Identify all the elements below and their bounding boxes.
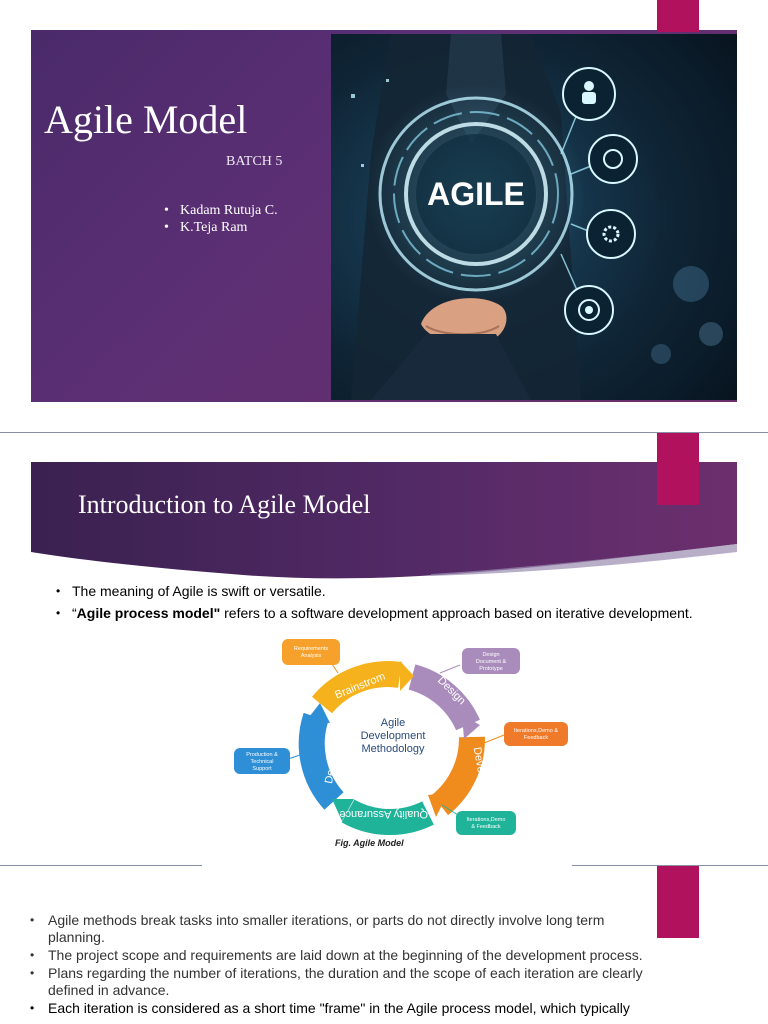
bullet-item: The project scope and requirements are l… — [30, 947, 650, 964]
figure-caption: Fig. Agile Model — [335, 838, 404, 848]
callout-text: Prototype — [479, 666, 503, 672]
bullet-text: refers to a software development approac… — [220, 605, 693, 621]
callout-iterations-bottom — [456, 811, 516, 835]
details-slide: Agile methods break tasks into smaller i… — [0, 866, 768, 1024]
callout-text: Technical — [251, 759, 274, 765]
slide-separator — [0, 865, 202, 866]
center-line-3: Methodology — [362, 743, 425, 755]
callout-text: Requirements — [294, 646, 328, 652]
callout-production — [234, 748, 290, 774]
callout-text: Iterations,Demo & — [514, 728, 558, 734]
author-item: Kadam Rutuja C. — [164, 203, 278, 220]
person-icon — [584, 81, 594, 91]
accent-tab — [657, 0, 699, 32]
bullet-item: Agile methods break tasks into smaller i… — [30, 912, 650, 946]
callout-text: Document & — [476, 659, 507, 665]
callout-text: Design — [482, 652, 499, 658]
label-deployment: Deployment — [323, 725, 345, 785]
callout-text: Production & — [246, 752, 278, 758]
slide-title: Agile Model — [44, 97, 248, 142]
brain-icon — [603, 149, 623, 169]
callout-requirements — [282, 639, 340, 665]
bold-term: Agile process model" — [76, 605, 221, 621]
accent-tab — [657, 866, 699, 938]
center-line-1: Agile — [381, 717, 405, 729]
slide-separator — [0, 432, 768, 433]
batch-label: BATCH 5 — [226, 154, 283, 169]
slide-separator — [572, 865, 768, 866]
callout-design-document — [462, 648, 520, 674]
bullet-item: The meaning of Agile is swift or versati… — [56, 583, 696, 600]
target-icon — [578, 299, 600, 321]
bullet-list: Agile methods break tasks into smaller i… — [30, 912, 650, 1018]
agile-hero-image: AGILE — [331, 34, 737, 400]
author-list: Kadam Rutuja C. K.Teja Ram — [164, 203, 278, 237]
callout-text: Support — [252, 766, 272, 772]
accent-tab — [657, 433, 699, 505]
bullet-item: Each iteration is considered as a short … — [30, 1000, 650, 1017]
quote-mark: “ — [72, 605, 77, 621]
callout-text: Feedback — [524, 735, 548, 741]
bullet-item: “Agile process model" refers to a softwa… — [56, 605, 696, 622]
segment-quality-assurance — [341, 799, 434, 836]
segment-development — [431, 736, 485, 816]
slide-title: Introduction to Agile Model — [78, 490, 371, 519]
center-line-2: Development — [361, 730, 426, 742]
callout-text: Iterations,Demo — [467, 817, 506, 823]
bullet-list: The meaning of Agile is swift or versati… — [56, 583, 696, 627]
author-item: K.Teja Ram — [164, 220, 278, 237]
title-slide: Agile Model BATCH 5 Kadam Rutuja C. K.Te… — [0, 0, 768, 432]
agile-cycle-diagram: Brainstrom Design Development Quality As… — [234, 639, 568, 836]
gears-icon — [602, 225, 620, 243]
callout-text: & Feedback — [471, 824, 501, 830]
callout-iterations-right — [504, 722, 568, 746]
callout-text: Analysis — [301, 653, 322, 659]
bullet-item: Plans regarding the number of iterations… — [30, 965, 650, 999]
label-quality-assurance: Quality Assurance — [339, 808, 428, 820]
segment-brainstorm — [311, 661, 402, 714]
segment-deployment — [298, 712, 344, 810]
agile-text: AGILE — [427, 176, 525, 212]
header-banner — [31, 462, 737, 579]
intro-slide: Introduction to Agile Model The meaning … — [0, 433, 768, 865]
